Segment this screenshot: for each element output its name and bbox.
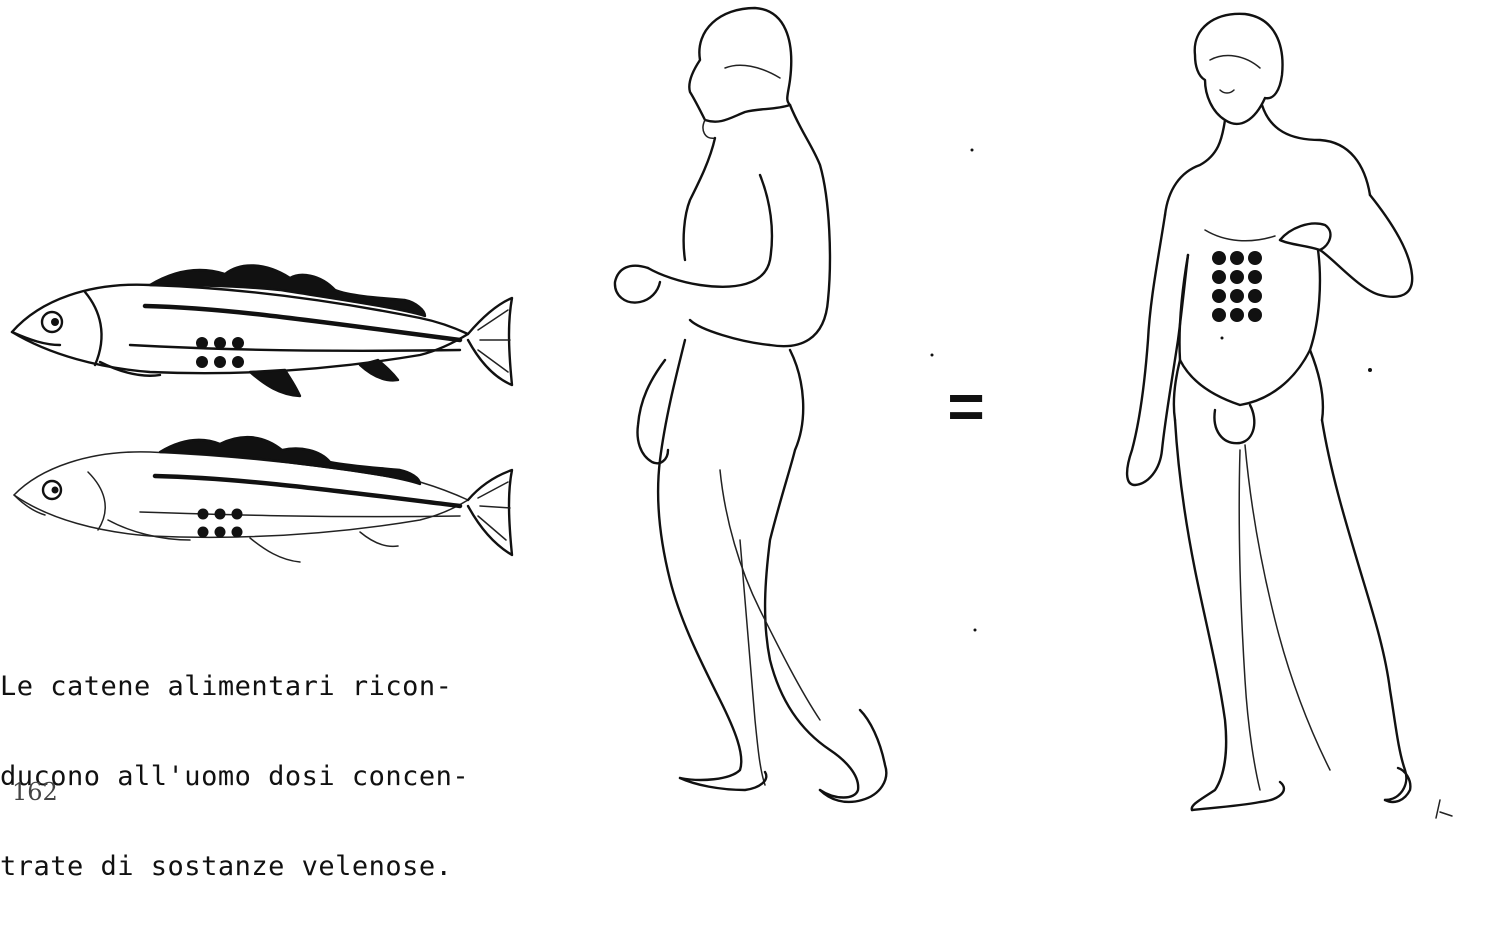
toxin-dot	[1212, 308, 1226, 322]
human-left	[615, 8, 886, 802]
human-right	[1127, 14, 1412, 810]
human-right-toxin-dots	[1212, 251, 1262, 322]
toxin-dot	[1230, 251, 1244, 265]
toxin-dot	[1248, 270, 1262, 284]
human-right-shoulders	[1165, 105, 1370, 215]
toxin-dot	[196, 356, 208, 368]
fish-top	[12, 265, 512, 396]
caption-line: ducono all'uomo dosi concen-	[0, 762, 580, 792]
toxin-dot	[198, 509, 209, 520]
fish-bottom-toxin-dots	[198, 509, 243, 538]
toxin-dot	[1230, 289, 1244, 303]
human-left-arm	[648, 175, 772, 287]
fish-bottom-gill	[88, 472, 105, 530]
corner-mark	[1436, 800, 1452, 818]
human-left-back-arm	[638, 360, 668, 463]
toxin-dot	[1230, 308, 1244, 322]
human-left-foot-front	[680, 772, 766, 790]
fish-bottom	[14, 437, 512, 562]
human-right-head	[1195, 14, 1283, 124]
fish-top-ventral-fin	[250, 370, 300, 396]
human-right-arm-bent	[1280, 195, 1412, 297]
toxin-dot	[232, 527, 243, 538]
equals-sign: =	[947, 370, 984, 442]
toxin-dot	[1212, 251, 1226, 265]
human-left-torso	[690, 105, 830, 346]
toxin-dot	[232, 337, 244, 349]
toxin-dot	[215, 509, 226, 520]
toxin-dot	[1230, 270, 1244, 284]
human-left-back-leg	[765, 350, 858, 798]
toxin-dot	[215, 527, 226, 538]
toxin-dot	[1212, 270, 1226, 284]
toxin-dot	[1248, 289, 1262, 303]
human-left-foot-back	[820, 710, 886, 802]
toxin-dot	[196, 337, 208, 349]
page-number: 162	[12, 778, 58, 806]
toxin-dot	[1212, 289, 1226, 303]
human-right-leg-right	[1322, 420, 1406, 800]
toxin-dot	[214, 356, 226, 368]
toxin-dot	[198, 527, 209, 538]
toxin-dot	[1248, 308, 1262, 322]
toxin-dot	[214, 337, 226, 349]
fish-bottom-body	[14, 452, 468, 537]
fish-top-toxin-dots	[196, 337, 244, 368]
figure: =	[0, 0, 1487, 820]
human-right-leg-left	[1175, 420, 1226, 810]
caption: Le catene alimentari ricon- ducono all'u…	[0, 612, 580, 942]
human-left-front-leg	[658, 340, 741, 780]
fish-top-gill	[85, 292, 102, 365]
caption-line: trate di sostanze velenose.	[0, 852, 580, 882]
caption-line: Le catene alimentari ricon-	[0, 672, 580, 702]
toxin-dot	[1248, 251, 1262, 265]
toxin-dot	[232, 356, 244, 368]
toxin-dot	[232, 509, 243, 520]
human-right-groin	[1214, 405, 1254, 443]
